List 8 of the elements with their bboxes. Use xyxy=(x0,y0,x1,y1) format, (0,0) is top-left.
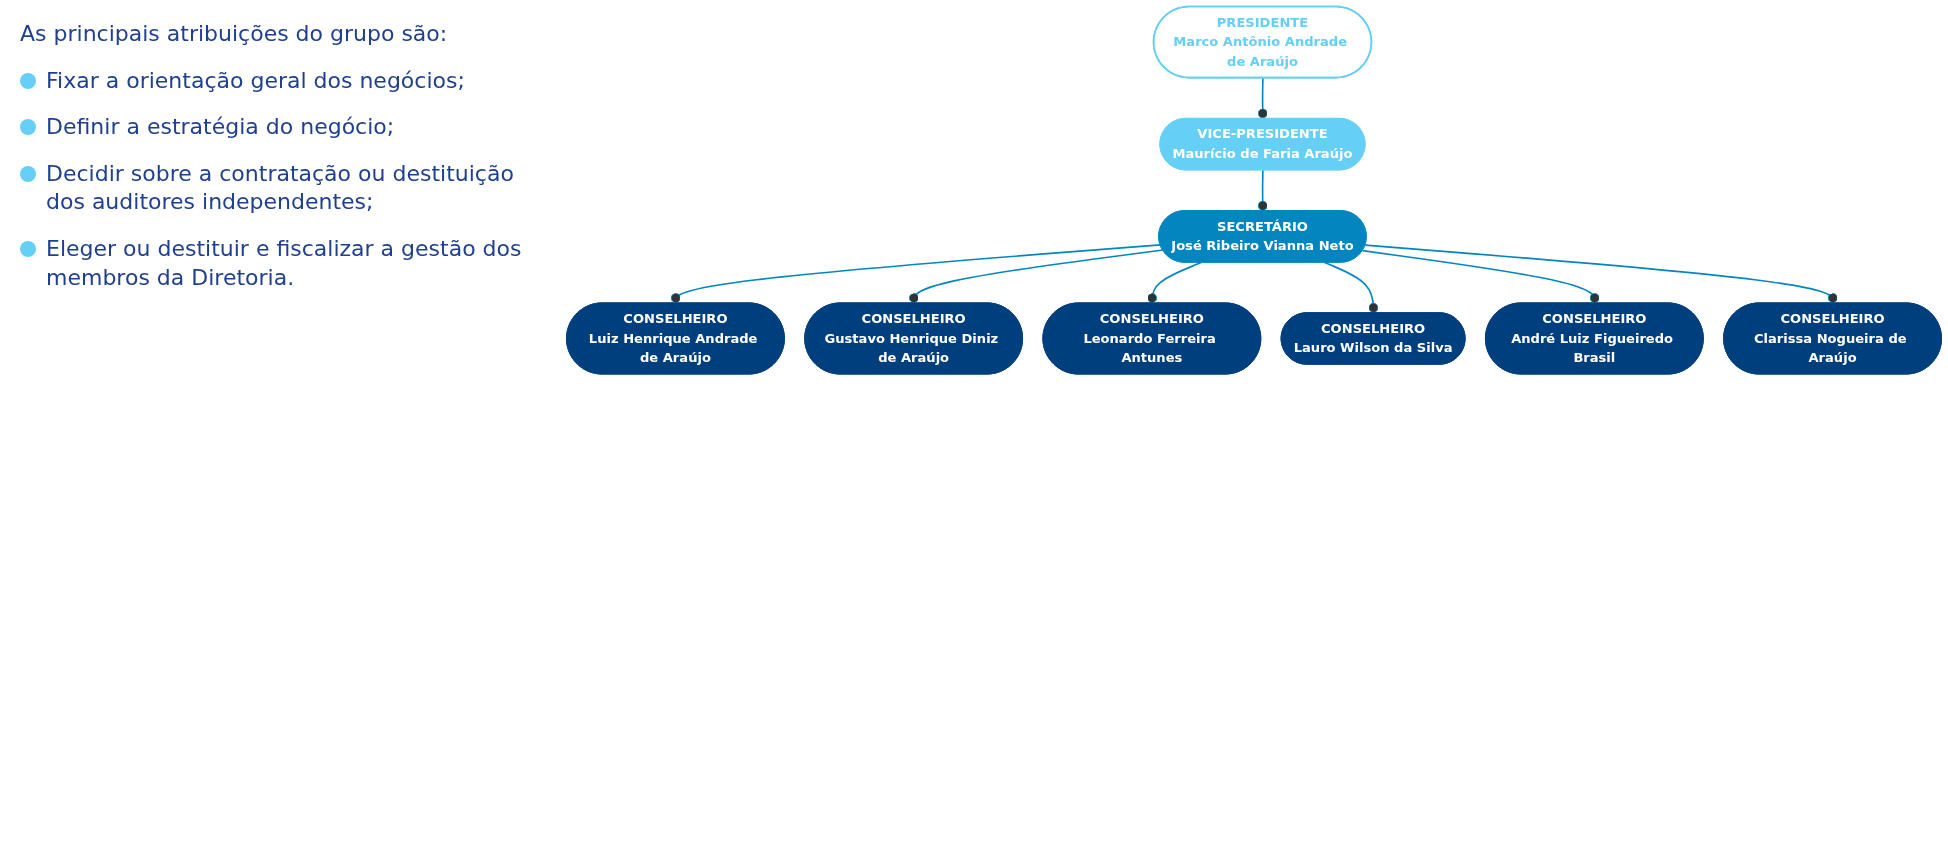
intro-text: As principais atribuições do grupo são: xyxy=(20,20,449,48)
bullet-text: Eleger ou destituir e fiscalizar a gestão dos membros da Diretoria. xyxy=(46,235,522,290)
connector xyxy=(1323,261,1379,314)
bullet-text: Decidir sobre a contratação ou destituição dos auditores independentes; xyxy=(46,160,514,215)
connector xyxy=(1257,77,1268,120)
bullet-text: Definir a estratégia do negócio; xyxy=(46,114,395,140)
bullet-text: Fixar a orientação geral dos negócios; xyxy=(46,67,465,93)
connector xyxy=(1257,169,1268,212)
